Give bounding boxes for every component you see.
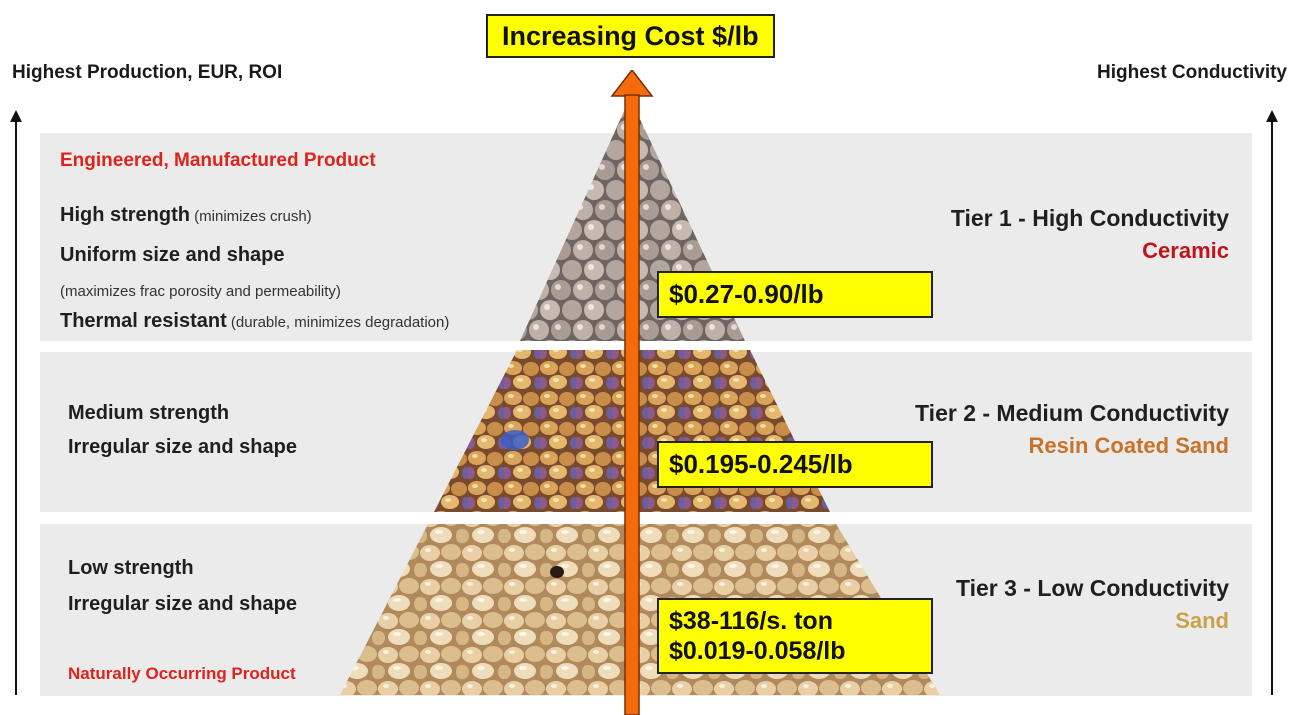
- left-axis-line: [15, 120, 17, 695]
- tier1-price: $0.27-0.90/lb: [657, 271, 933, 319]
- left-axis-label: Highest Production, EUR, ROI: [12, 62, 283, 83]
- right-axis-line: [1271, 120, 1273, 695]
- tier1-line4: Thermal resistant (durable, minimizes de…: [60, 310, 450, 332]
- tier2-label: Tier 2 - Medium Conductivity Resin Coate…: [915, 400, 1229, 459]
- tier3-price-lb: $0.019-0.058/lb: [669, 637, 846, 665]
- tier3-price: $38-116/s. ton $0.019-0.058/lb: [657, 598, 933, 674]
- tier2-name: Tier 2 - Medium Conductivity: [915, 400, 1229, 426]
- tier2-line2: Irregular size and shape: [68, 436, 297, 458]
- left-axis-arrowhead: [10, 110, 22, 122]
- tier1-line2: Uniform size and shape: [60, 244, 285, 266]
- tier1-material: Ceramic: [1142, 238, 1229, 263]
- tier1-label: Tier 1 - High Conductivity Ceramic: [951, 205, 1229, 264]
- tier3-line1: Low strength: [68, 557, 194, 579]
- tier3-label: Tier 3 - Low Conductivity Sand: [956, 575, 1229, 634]
- right-axis-arrowhead: [1266, 110, 1278, 122]
- tier1-line1: High strength (minimizes crush): [60, 204, 312, 226]
- tier3-line2: Irregular size and shape: [68, 593, 297, 615]
- cost-arrow: [610, 70, 654, 715]
- tier1-line3: (maximizes frac porosity and permeabilit…: [60, 283, 341, 300]
- cost-header-label: Increasing Cost $/lb: [486, 14, 775, 59]
- tier3-price-ton: $38-116/s. ton: [669, 607, 833, 635]
- tier1-name: Tier 1 - High Conductivity: [950, 205, 1229, 231]
- tier2-price: $0.195-0.245/lb: [657, 441, 933, 489]
- tier2-material: Resin Coated Sand: [1028, 433, 1229, 458]
- tier2-line1: Medium strength: [68, 402, 230, 424]
- tier3-category: Naturally Occurring Product: [68, 664, 296, 683]
- tier3-name: Tier 3 - Low Conductivity: [955, 575, 1229, 601]
- right-axis-label: Highest Conductivity: [1096, 62, 1287, 83]
- tier1-category: Engineered, Manufactured Product: [60, 150, 376, 171]
- tier3-material: Sand: [1175, 608, 1229, 633]
